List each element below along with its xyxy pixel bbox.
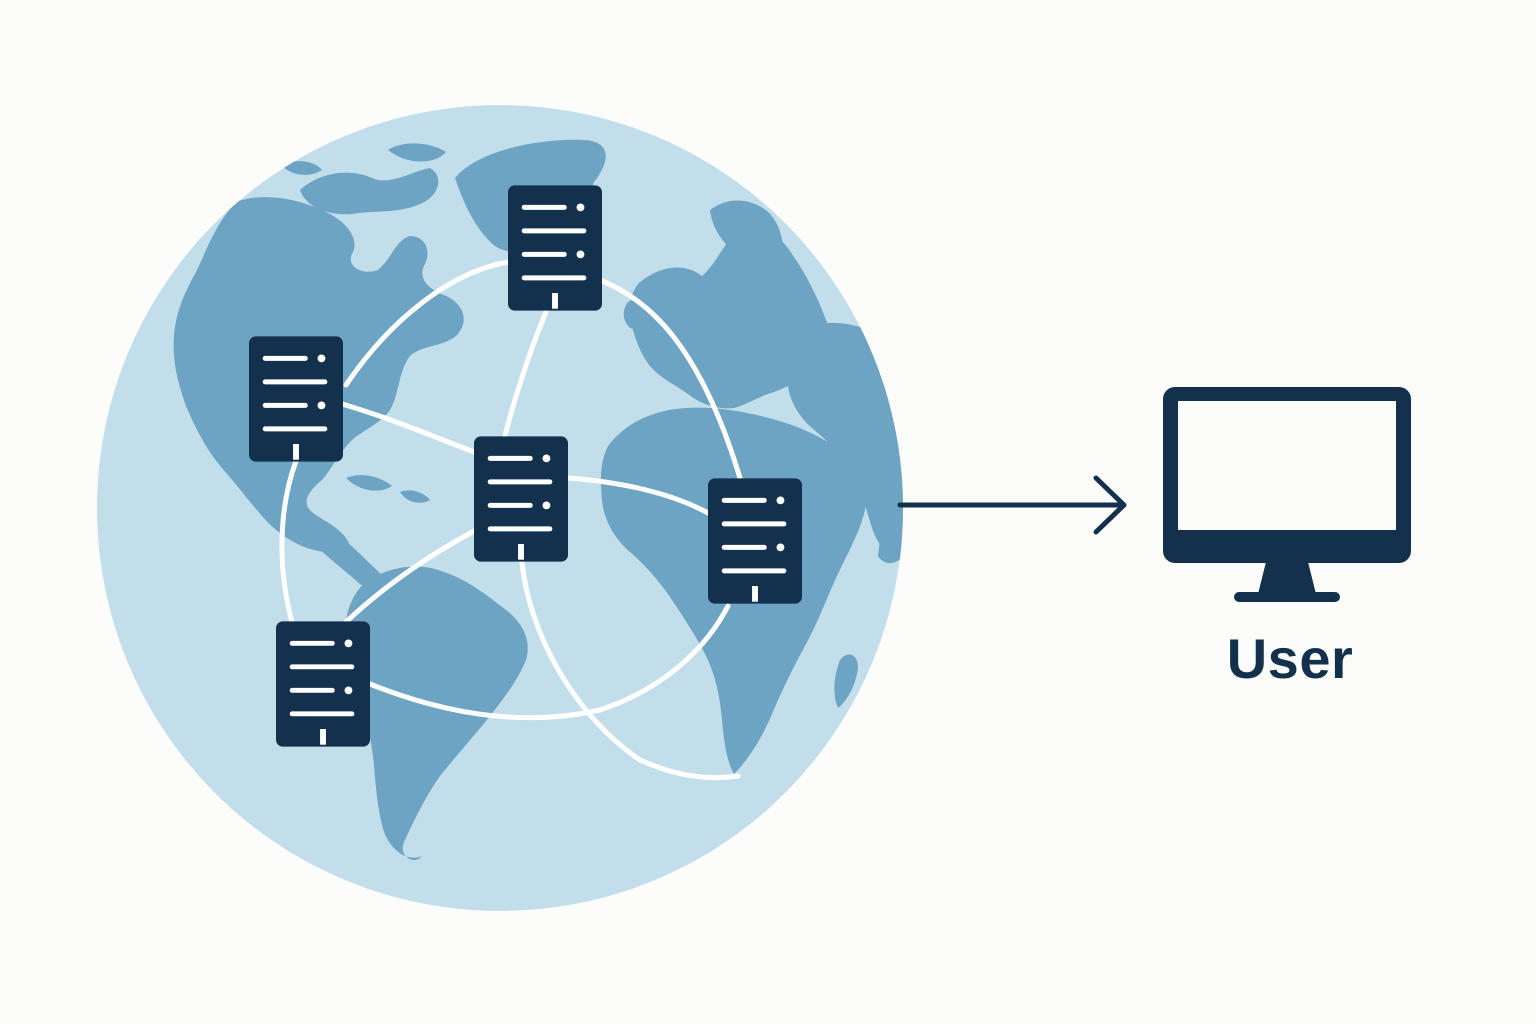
link-bottomleft-right: [367, 603, 731, 721]
link-top-center: [502, 309, 549, 439]
link-left-center: [339, 401, 477, 455]
arctic-islands: [300, 168, 439, 215]
link-center-southatlantic: [519, 559, 741, 781]
link-top-right: [597, 277, 743, 481]
link-left-top: [343, 259, 511, 388]
server-icon: [474, 436, 568, 562]
europe: [630, 229, 831, 409]
monitor-icon: [1163, 387, 1411, 602]
server-icon: [276, 621, 370, 747]
arrow-right-icon: [897, 475, 1127, 535]
network-links: [279, 259, 743, 781]
south-america: [346, 566, 528, 861]
server-icon: [508, 185, 602, 311]
server-icon: [708, 478, 802, 604]
central-america: [298, 512, 398, 596]
globe-continents: [173, 139, 903, 861]
asia: [787, 322, 903, 560]
server-icon: [249, 336, 343, 462]
user-label: User: [1226, 627, 1354, 690]
link-center-bottomleft: [343, 527, 479, 625]
link-left-bottomleft: [279, 458, 299, 625]
link-center-right: [565, 475, 713, 517]
